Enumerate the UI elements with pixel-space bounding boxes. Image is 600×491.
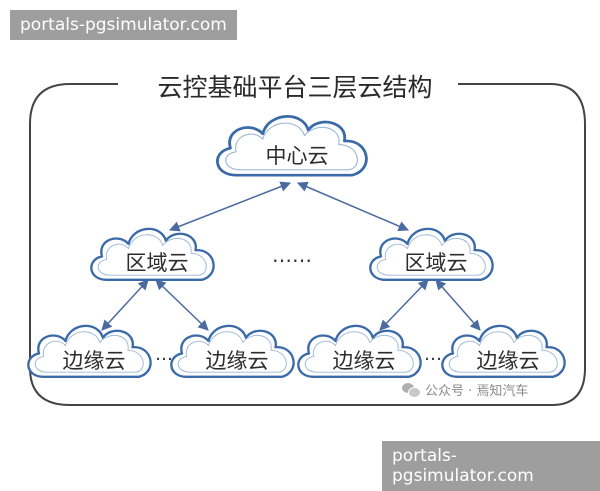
- cloud-region-left-label: 区域云: [126, 251, 189, 275]
- arrow-region-left-edge-1: [101, 279, 149, 331]
- cloud-edge-3-label: 边缘云: [333, 349, 396, 373]
- cloud-edge-1-label: 边缘云: [63, 349, 126, 373]
- three-layer-cloud-diagram: 云控基础平台三层云结构 中心云 区域云 区域云 …… 边缘云 边缘云 … 边缘云…: [27, 73, 586, 406]
- cloud-edge-4-label: 边缘云: [477, 349, 540, 373]
- arrow-center-region-left: [169, 181, 291, 232]
- ellipsis-middle: ……: [272, 243, 312, 267]
- wechat-credit: 公众号 · 焉知汽车: [402, 380, 528, 399]
- diagram-title: 云控基础平台三层云结构: [157, 73, 432, 102]
- cloud-edge-2-label: 边缘云: [206, 349, 269, 373]
- watermark-bottom: portals-pgsimulator.com: [382, 441, 600, 491]
- arrow-region-right-edge-4: [435, 279, 481, 331]
- arrow-center-region-right: [297, 181, 409, 232]
- frame-border: [29, 83, 586, 406]
- cloud-center-label: 中心云: [266, 144, 329, 168]
- watermark-top: portals-pgsimulator.com: [10, 10, 237, 40]
- arrow-region-right-edge-3: [379, 279, 429, 331]
- wechat-icon: [402, 382, 421, 398]
- ellipsis-right: …: [424, 344, 442, 365]
- wechat-credit-text: 公众号 · 焉知汽车: [425, 384, 529, 399]
- cloud-region-right-label: 区域云: [405, 251, 468, 275]
- ellipsis-left: …: [155, 344, 173, 365]
- arrow-region-left-edge-2: [155, 279, 209, 331]
